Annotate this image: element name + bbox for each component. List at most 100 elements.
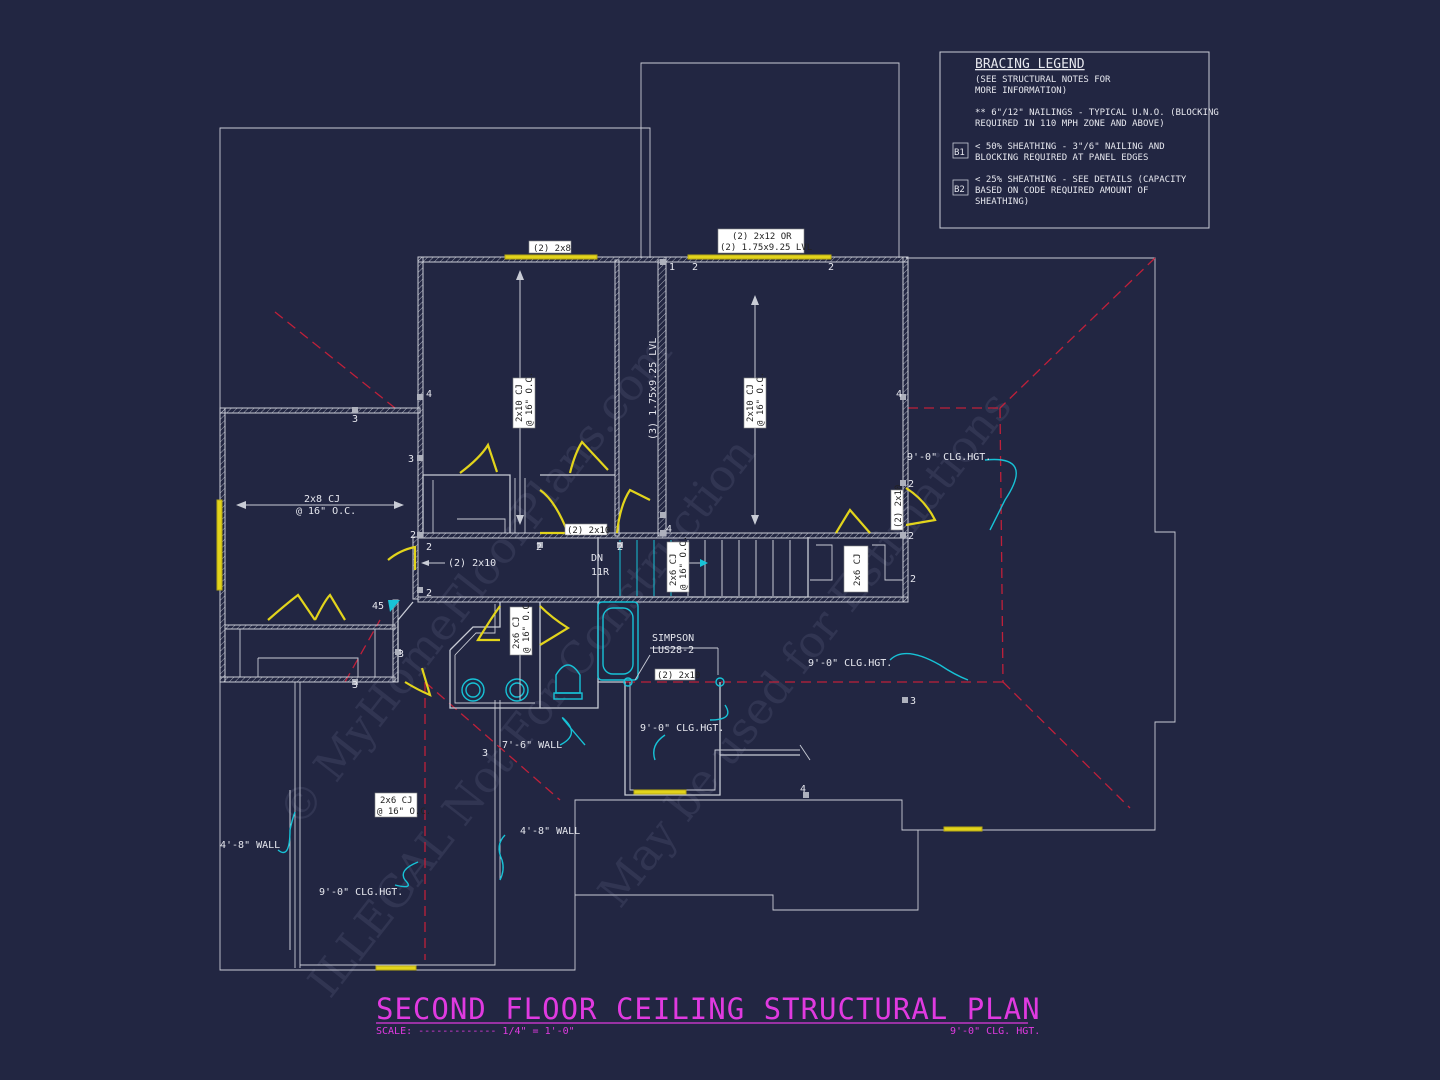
doors	[267, 440, 937, 697]
hip-lines	[274, 257, 1156, 960]
mark-3c: 3	[398, 649, 404, 660]
bedroom-left-cj-spacing: @ 16" O.C.	[525, 372, 535, 426]
mark-3a: 3	[352, 414, 358, 425]
bedroom-left-cj-label: 2x10 CJ	[515, 384, 525, 422]
junction-marker	[660, 259, 666, 265]
wall-76-label: 7'-6" WALL	[502, 740, 562, 751]
mark-2d: 2	[536, 542, 542, 553]
fixtures	[461, 601, 725, 702]
mark-3f: 3	[910, 696, 916, 707]
drawing-scale: SCALE: ------------- 1/4" = 1'-0"	[376, 1026, 575, 1037]
numeric-marks: 1 2 2 2 2 2 2 2 2 2 2 3 3 3 3 3 3 4 4 4 …	[352, 262, 916, 795]
garage-cj-label: 2x8 CJ	[304, 494, 340, 505]
ceiling-height-center: 9'-0" CLG.HGT.	[808, 658, 892, 669]
ceiling-height-mid: 9'-0" CLG.HGT.	[640, 723, 724, 734]
sink-right	[505, 678, 529, 702]
mark-2j: 2	[910, 574, 916, 585]
junction-marker	[395, 649, 401, 655]
mark-2h: 2	[426, 542, 432, 553]
mark-2g: 2	[908, 531, 914, 542]
junction-marker	[617, 542, 623, 548]
header-2x12-label-b: (2) 1.75x9.25 LVL	[720, 243, 812, 253]
junction-marker	[900, 394, 906, 400]
junction-marker	[900, 480, 906, 486]
beam-end-left	[623, 677, 633, 687]
header-2x12-label-a: (2) 2x12 OR	[732, 232, 792, 242]
legend-b2-line-a: < 25% SHEATHING - SEE DETAILS (CAPACITY	[975, 175, 1187, 185]
junction-marker	[900, 532, 906, 538]
angle-marker	[388, 600, 400, 612]
bath-cj-spacing: @ 16" O.C.	[522, 599, 532, 653]
bathtub	[597, 601, 639, 681]
right-roof-outline	[906, 257, 1176, 831]
bracing-legend: BRACING LEGEND (SEE STRUCTURAL NOTES FOR…	[939, 51, 1219, 229]
mark-2i: 2	[426, 588, 432, 599]
legend-b2-line-c: SHEATHING)	[975, 197, 1029, 207]
mark-3b: 3	[408, 454, 414, 465]
mark-4c: 4	[666, 524, 672, 535]
mark-2a: 2	[692, 262, 698, 273]
mark-3e: 3	[482, 748, 488, 759]
bonus-outline	[640, 62, 900, 258]
bonus-cj-label: 2x6 CJ	[380, 796, 413, 806]
mark-3d: 3	[352, 680, 358, 691]
legend-note-1b: REQUIRED IN 110 MPH ZONE AND ABOVE)	[975, 119, 1165, 129]
watermark: © MyHomeFloorPlans.com ILLEGAL Not For C…	[268, 327, 1021, 1007]
mark-2c: 2	[410, 530, 416, 541]
legend-box	[939, 51, 1210, 229]
mark-2b: 2	[828, 262, 834, 273]
junction-marker	[417, 587, 423, 593]
legend-b1-symbol: B1	[954, 148, 965, 158]
drawing-title-block: SECOND FLOOR CEILING STRUCTURAL PLAN SCA…	[376, 992, 1041, 1037]
header-2x10-label-b: (2) 2x10	[894, 485, 904, 528]
bedroom-right-cj-spacing: @ 16" O.C.	[756, 372, 766, 426]
legend-subtitle-1: (SEE STRUCTURAL NOTES FOR	[975, 75, 1111, 85]
junction-marker	[537, 542, 543, 548]
header-2x8-label: (2) 2x8	[533, 244, 571, 254]
legend-title: BRACING LEGEND	[975, 57, 1085, 72]
junction-marker	[902, 697, 908, 703]
stair-dn-label: DN	[591, 553, 603, 564]
sink-left	[461, 678, 485, 702]
ceiling-height-right: 9'-0" CLG.HGT.	[907, 452, 991, 463]
legend-b1-line-b: BLOCKING REQUIRED AT PANEL EDGES	[975, 153, 1148, 163]
bedroom-right-cj-label: 2x10 CJ	[746, 384, 756, 422]
mark-4d: 4	[800, 784, 806, 795]
bonus-cj-spacing: @ 16" O.C.	[377, 807, 431, 817]
label-boxes: (2) 2x8 (2) 2x12 OR (2) 1.75x9.25 LVL (2…	[374, 228, 904, 818]
header-2x10-label-c: (2) 2x10	[657, 671, 700, 681]
junction-markers	[352, 259, 908, 798]
junction-marker	[660, 512, 666, 518]
drawing-title: SECOND FLOOR CEILING STRUCTURAL PLAN	[376, 992, 1041, 1026]
junction-marker	[417, 455, 423, 461]
mark-4b: 4	[896, 389, 902, 400]
junction-marker	[660, 530, 666, 536]
garage-outline	[219, 127, 651, 410]
garage-cj-spacing: @ 16" O.C.	[296, 506, 356, 517]
mark-1: 1	[669, 262, 675, 273]
leaders	[277, 458, 1017, 888]
bonus-right-wall	[300, 700, 496, 966]
closet-cj-label: 2x6 CJ	[853, 553, 863, 586]
legend-b2-line-b: BASED ON CODE REQUIRED AMOUNT OF	[975, 186, 1148, 196]
stair-risers-label: 11R	[591, 567, 610, 578]
wall-48-right-label: 4'-8" WALL	[520, 826, 580, 837]
simpson-label-b: LUS28-2	[652, 645, 694, 656]
mark-2f: 2	[908, 479, 914, 490]
stair-cj-spacing: @ 16" O.C.	[679, 536, 689, 590]
beam-lvl-label: (3) 1.75x9.25 LVL	[648, 338, 659, 440]
mark-4a: 4	[426, 389, 432, 400]
legend-subtitle-2: MORE INFORMATION)	[975, 86, 1067, 96]
angle-label: 45	[372, 601, 384, 612]
beam-end-right	[715, 677, 725, 687]
simpson-label-a: SIMPSON	[652, 633, 694, 644]
wall-header-2x10-label: (2) 2x10	[448, 558, 496, 569]
ceiling-height-bottom: 9'-0" CLG.HGT.	[319, 887, 403, 898]
text-labels: (3) 1.75x9.25 LVL 2x8 CJ @ 16" O.C. (2) …	[220, 338, 991, 898]
junction-marker	[803, 792, 809, 798]
toilet	[555, 664, 581, 694]
lower-outline	[219, 680, 919, 971]
wall-48-left-label: 4'-8" WALL	[220, 840, 280, 851]
drawing-ceiling-height: 9'-0" CLG. HGT.	[950, 1026, 1040, 1037]
